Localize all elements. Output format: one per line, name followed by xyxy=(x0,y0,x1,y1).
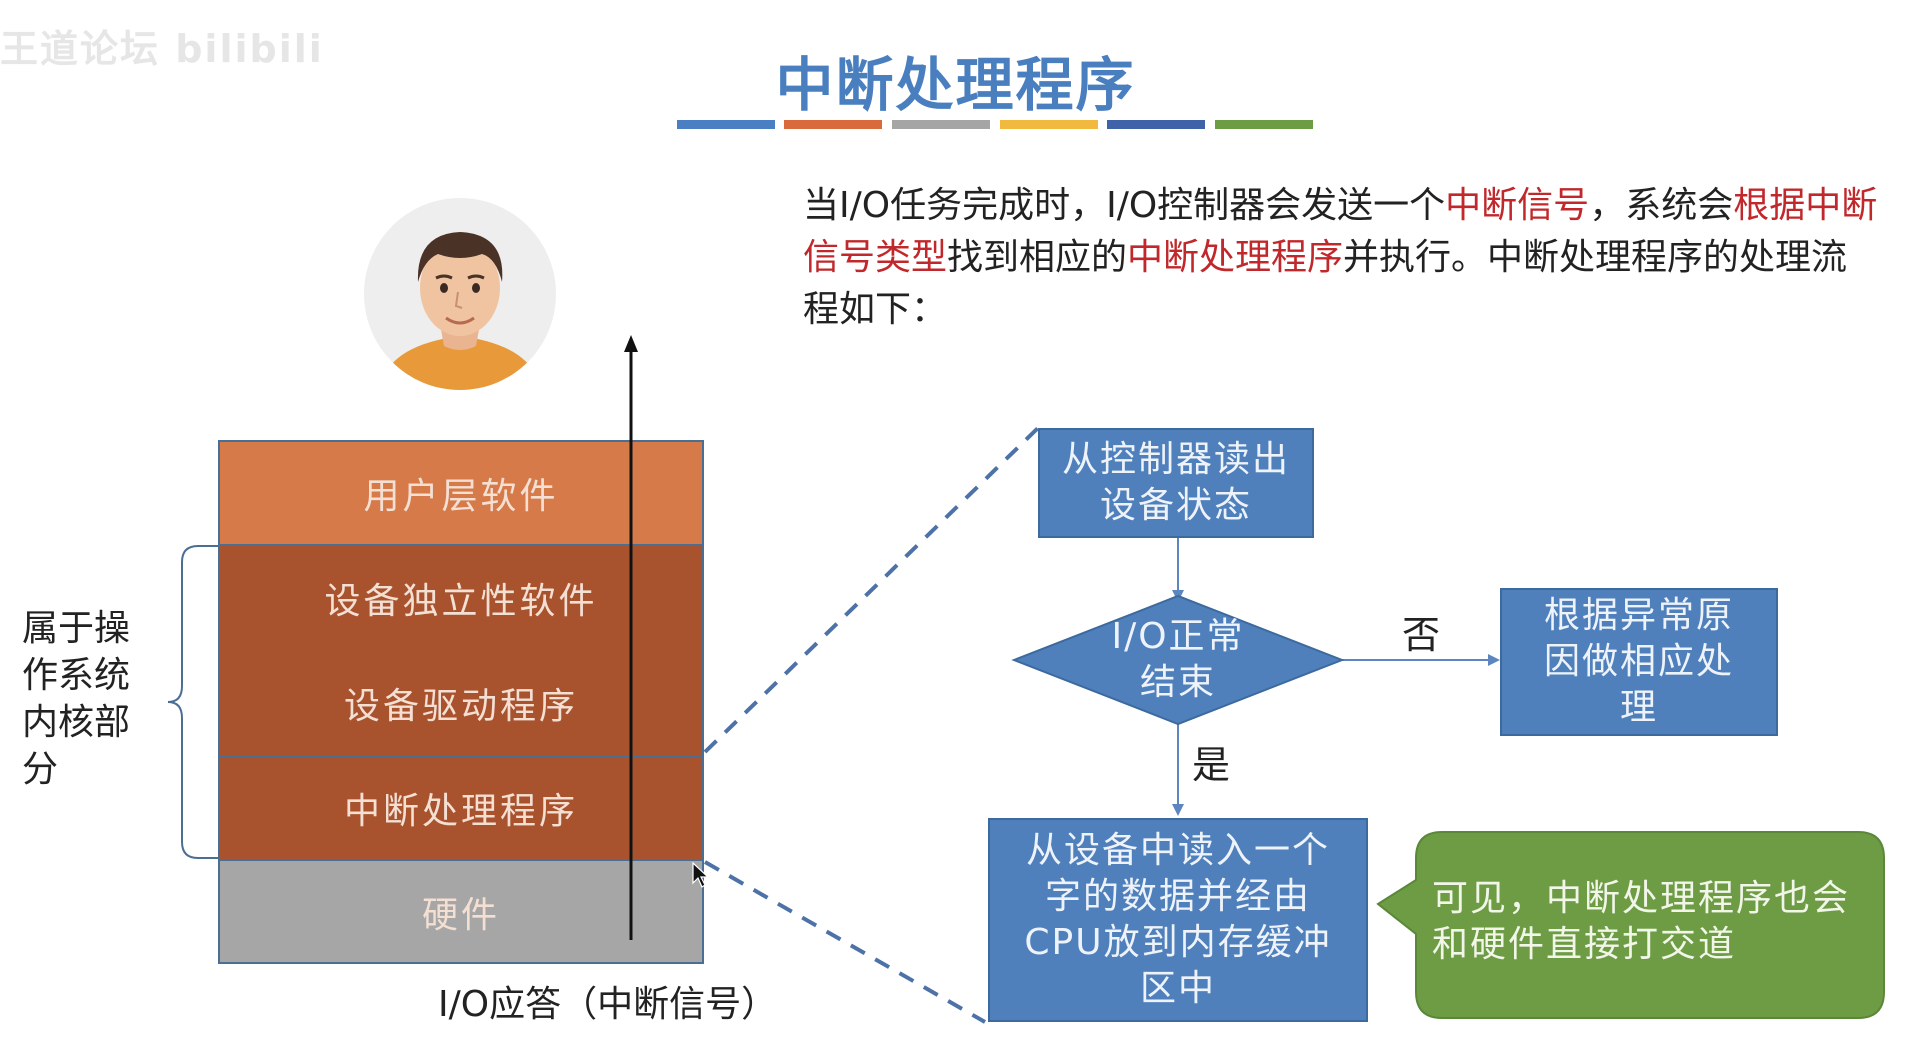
layer-label: 设备驱动程序 xyxy=(343,686,578,727)
layer-label: 用户层软件 xyxy=(363,475,559,517)
watermark: 王道论坛 bilibili xyxy=(0,27,324,71)
layer-divider xyxy=(218,755,704,757)
page-title: 中断处理程序 xyxy=(775,51,1136,119)
layer-label: 中断处理程序 xyxy=(343,791,578,832)
flow-arrow-head xyxy=(1172,804,1184,816)
intro-paragraph: 当I/O任务完成时，I/O控制器会发送一个中断信号，系统会根据中断信号类型找到相… xyxy=(803,180,1883,336)
flow-box-text: 从设备中读入一个字的数据并经由CPU放到内存缓冲区中 xyxy=(1024,830,1332,1009)
kernel-brace xyxy=(167,545,218,859)
io-answer-label: I/O应答（中断信号） xyxy=(438,984,778,1025)
layer-user-software: 用户层软件 xyxy=(218,440,704,545)
intro-highlight: 根据中断信号类型 xyxy=(803,185,1878,278)
flow-box-read-status: 从控制器读出设备状态 xyxy=(1038,428,1314,538)
layer-label: 硬件 xyxy=(421,895,500,936)
upward-arrow-head xyxy=(624,335,638,352)
flow-box-text: 根据异常原因做相应处理 xyxy=(1543,595,1734,728)
title-stripe xyxy=(1215,120,1313,129)
flow-arrow-head xyxy=(1488,654,1500,666)
title-stripe xyxy=(1107,120,1205,129)
layer-hardware: 硬件 xyxy=(218,860,704,964)
intro-text: 找到相应的 xyxy=(947,237,1128,278)
no-label: 否 xyxy=(1402,613,1441,657)
intro-highlight: 中断信号 xyxy=(1445,185,1590,226)
layer-device-independent-software: 设备独立性软件 xyxy=(218,545,704,650)
zoom-dashed-line xyxy=(703,426,1040,754)
decision-text: I/O正常结束 xyxy=(1111,616,1245,703)
layer-divider xyxy=(218,544,704,546)
intro-text: 当I/O任务完成时，I/O控制器会发送一个 xyxy=(803,185,1446,226)
layer-interrupt-handler: 中断处理程序 xyxy=(218,756,704,860)
decision-diamond xyxy=(1011,594,1345,726)
kernel-label: 属于操作系统内核部分 xyxy=(22,608,131,790)
title-stripe xyxy=(1000,120,1098,129)
intro-text: 并执行。中断处理程序的处理流程如下： xyxy=(803,237,1848,330)
flow-box-exception: 根据异常原因做相应处理 xyxy=(1500,588,1778,736)
title-stripe xyxy=(892,120,990,129)
title-stripe xyxy=(677,120,775,129)
callout-bubble xyxy=(1376,831,1885,1019)
layer-device-driver: 设备驱动程序 xyxy=(218,650,704,756)
person-avatar-icon xyxy=(364,198,556,390)
yes-label: 是 xyxy=(1192,743,1231,787)
flow-box-text: 从控制器读出设备状态 xyxy=(1061,439,1290,526)
intro-text: ，系统会 xyxy=(1589,185,1734,226)
layer-label: 设备独立性软件 xyxy=(324,580,598,622)
flow-box-transfer: 从设备中读入一个字的数据并经由CPU放到内存缓冲区中 xyxy=(988,818,1368,1022)
callout-text: 可见，中断处理程序也会和硬件直接打交道 xyxy=(1432,878,1851,965)
mouse-cursor-icon xyxy=(692,862,710,888)
intro-highlight: 中断处理程序 xyxy=(1127,237,1344,278)
layer-divider xyxy=(218,859,704,861)
title-stripe xyxy=(784,120,882,129)
